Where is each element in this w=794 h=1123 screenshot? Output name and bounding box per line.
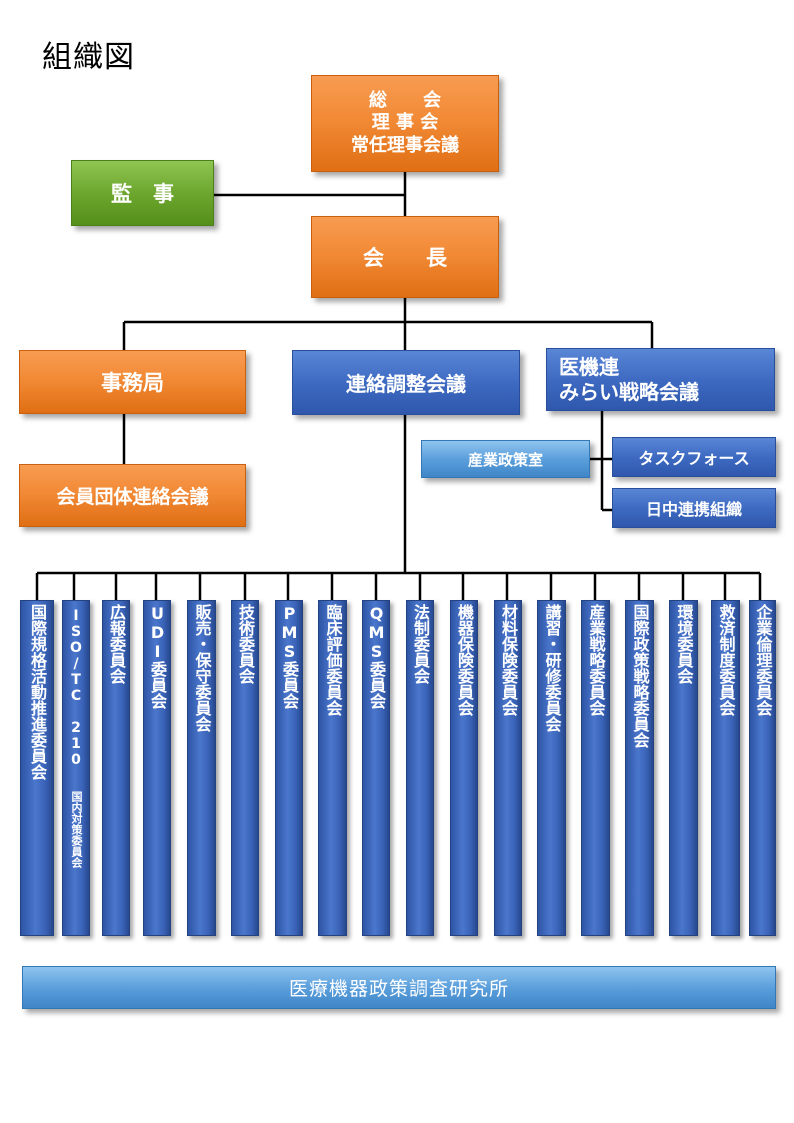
committee-column: 国際政策戦略委員会 [625,600,654,936]
taskforce-label: タスクフォース [638,449,750,468]
committee-label: 機器保険委員会 [455,604,474,716]
institute-box: 医療機器政策調査研究所 [22,966,776,1009]
secretariat-label: 事務局 [101,371,164,395]
liaison-meeting-label: 連絡調整会議 [346,372,466,396]
committee-label: 材料保険委員会 [499,604,518,716]
institute-label: 医療機器政策調査研究所 [288,978,509,1000]
strategy-line1: 医機連 [559,354,619,379]
committee-column-iso: ISO/TC 210 国内対策委員会 [62,600,90,936]
committee-label: 販売・保守委員会 [192,604,212,732]
committee-label: 環境委員会 [674,604,694,684]
iso-sub-label: 国内対策委員会 [70,791,83,868]
general-assembly-box: 総 会 理 事 会 常任理事会議 [311,75,499,172]
committee-label: PMS委員会 [280,604,299,709]
auditor-label: 監 事 [111,182,174,206]
iso-label: ISO/TC 210 [68,608,84,768]
committee-column: 国際規格活動推進委員会 [20,600,54,936]
auditor-box: 監 事 [71,160,214,226]
taskforce-box: タスクフォース [612,437,776,477]
executive-board-label: 常任理事会議 [351,134,459,156]
committee-column: 臨床評価委員会 [318,600,347,936]
secretariat-box: 事務局 [19,350,246,414]
industry-policy-label: 産業政策室 [467,450,543,469]
committee-label: 救済制度委員会 [716,604,736,716]
member-liaison-box: 会員団体連絡会議 [19,464,246,527]
committee-column: 企業倫理委員会 [749,600,776,936]
committee-column: 講習・研修委員会 [537,600,566,936]
committee-column: 環境委員会 [669,600,698,936]
committee-label: 広報委員会 [107,604,126,684]
committee-label: 臨床評価委員会 [323,604,343,716]
japan-china-box: 日中連携組織 [612,488,776,528]
committee-label: 講習・研修委員会 [542,604,562,732]
committee-column: UDI委員会 [143,600,171,936]
president-box: 会 長 [311,216,499,298]
member-liaison-label: 会員団体連絡会議 [56,486,209,508]
strategy-meeting-box: 医機連 みらい戦略会議 [546,348,775,411]
general-assembly-label: 総 会 [369,89,441,111]
committee-column: 機器保険委員会 [450,600,478,936]
industry-policy-box: 産業政策室 [421,440,590,478]
committee-column: 販売・保守委員会 [187,600,216,936]
committee-label: 法制委員会 [411,604,430,684]
strategy-line2: みらい戦略会議 [559,379,699,404]
committee-label: UDI委員会 [148,604,167,709]
liaison-meeting-box: 連絡調整会議 [292,350,520,415]
committee-column: 産業戦略委員会 [581,600,610,936]
committee-column: QMS委員会 [362,600,390,936]
committee-label: 技術委員会 [236,604,255,684]
committee-label: 国際規格活動推進委員会 [28,604,47,780]
committee-column: 材料保険委員会 [494,600,522,936]
committee-label: 企業倫理委員会 [753,604,773,716]
committee-column: 法制委員会 [406,600,434,936]
committee-label: 国際政策戦略委員会 [630,604,650,748]
committee-column: 技術委員会 [231,600,259,936]
board-label: 理 事 会 [371,112,439,134]
committee-label: 産業戦略委員会 [586,604,606,716]
committee-column: PMS委員会 [275,600,303,936]
japan-china-label: 日中連携組織 [645,500,742,519]
page-title: 組織図 [42,40,135,75]
committee-label: QMS委員会 [367,604,386,709]
committee-column: 救済制度委員会 [711,600,740,936]
president-label: 会 長 [363,246,447,270]
committee-column: 広報委員会 [102,600,130,936]
